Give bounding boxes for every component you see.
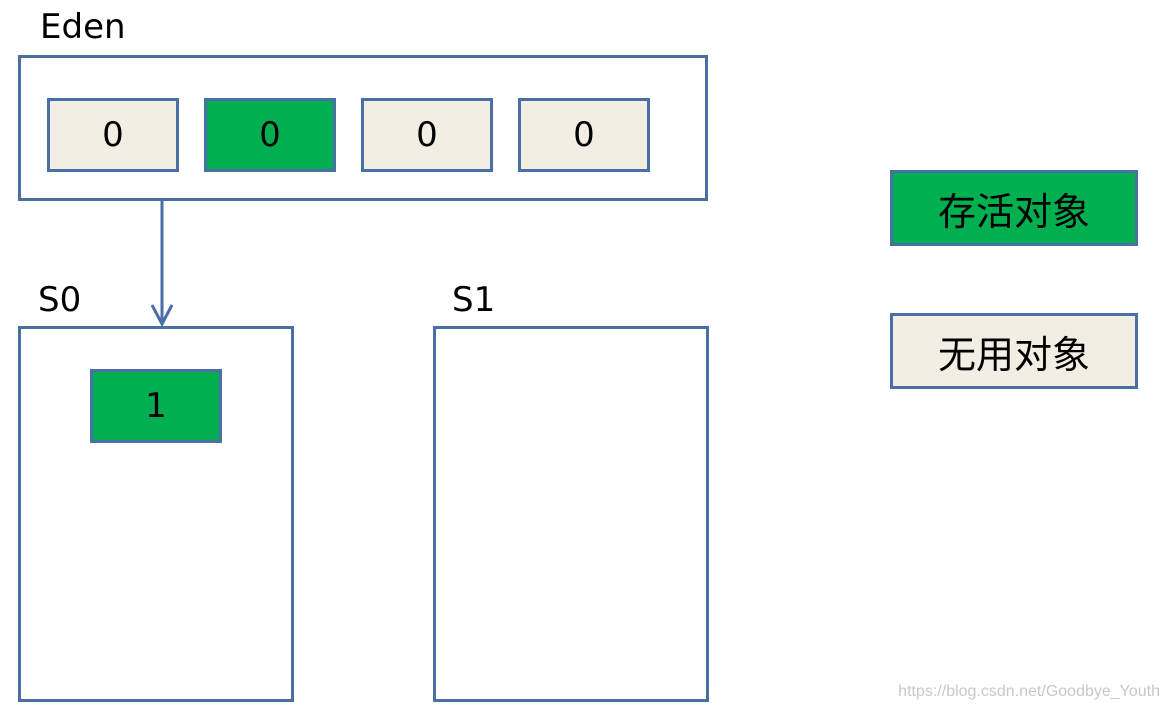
- s1-region: [433, 326, 709, 702]
- eden-object-1: 0: [47, 98, 179, 172]
- eden-object-2: 0: [204, 98, 336, 172]
- eden-label: Eden: [40, 7, 126, 47]
- legend-dead-object: 无用对象: [890, 313, 1138, 389]
- eden-object-4: 0: [518, 98, 650, 172]
- legend-live-object: 存活对象: [890, 170, 1138, 246]
- watermark: https://blog.csdn.net/Goodbye_Youth: [898, 683, 1160, 700]
- s1-label: S1: [452, 280, 496, 320]
- eden-object-3: 0: [361, 98, 493, 172]
- s0-label: S0: [38, 280, 82, 320]
- s0-object-1: 1: [90, 369, 222, 443]
